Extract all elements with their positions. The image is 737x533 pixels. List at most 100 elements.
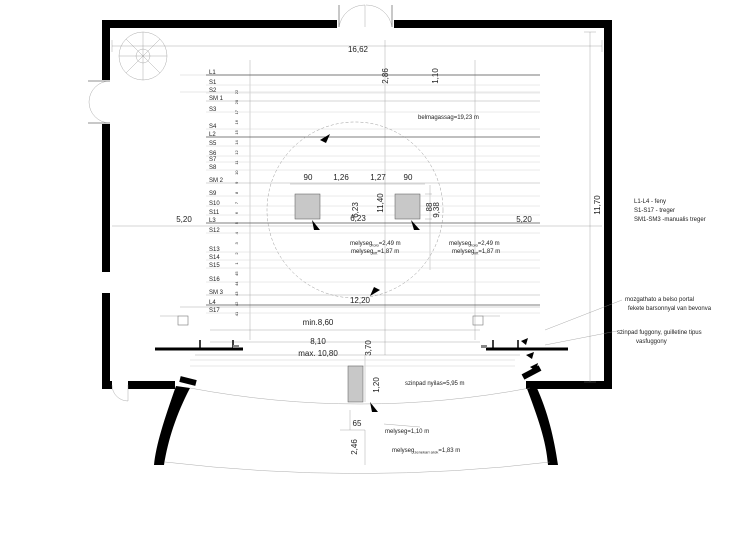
annotation-portal-1: mozgathato a belso portal	[625, 297, 694, 303]
portal-area	[155, 315, 568, 371]
dim-max-width: max. 10,80	[298, 349, 338, 358]
batten-label: L4	[209, 300, 216, 306]
front-wall-right-cap	[521, 365, 542, 380]
note-melyseg-zenekari: melysegzenekari arok=1,83 m	[392, 448, 460, 455]
guide-lines	[111, 31, 603, 465]
front-wall-left-cap	[179, 376, 197, 386]
front-wall-left	[154, 386, 190, 465]
wall-top-left	[102, 20, 337, 389]
door-top	[338, 4, 393, 28]
dim-top-gap-right: 1,10	[431, 68, 440, 84]
front-wall-right	[526, 386, 558, 465]
dim-right-side: 5,20	[516, 215, 532, 224]
batten-number: 7	[234, 201, 239, 204]
turntable-arrow-bottom	[370, 287, 380, 296]
batten-number: 16	[234, 119, 239, 124]
note-melyseg-right-1: melysegtolo=2,49 m	[449, 241, 500, 248]
batten-label: S2	[209, 88, 217, 94]
batten-number: 12	[234, 150, 239, 155]
batten-number: 44	[234, 281, 239, 286]
batten-number: 4	[234, 231, 239, 234]
legend-line-1: L1-L4 - feny	[634, 199, 666, 205]
turntable-circle	[266, 121, 444, 299]
dim-outer-width: 16,62	[348, 45, 369, 54]
batten-label: S16	[209, 277, 220, 283]
legend-line-2: S1-S17 - treger	[634, 208, 675, 214]
batten-number: 14	[234, 140, 239, 145]
dim-depth-right: 11,70	[593, 195, 602, 215]
lift-marker-right	[411, 220, 420, 230]
dim-front-trap-depth: 1,20	[372, 377, 381, 393]
batten-number: 45	[234, 271, 239, 276]
batten-number: 15	[234, 129, 239, 134]
batten-label: SM 3	[209, 290, 224, 296]
dim-radius-label: 6,23	[350, 214, 366, 223]
batten-number: 17	[234, 109, 239, 114]
batten-label: S13	[209, 247, 220, 253]
note-belmagassag: belmagassag=19,23 m	[418, 115, 479, 121]
front-stage-lift	[347, 365, 364, 403]
dim-stage-width: 12,20	[350, 296, 371, 305]
batten-number: 1	[234, 262, 239, 265]
batten-label: S4	[209, 124, 217, 130]
note-melyseg-right-2: melyseglift=1,87 m	[452, 249, 500, 256]
batten-label: L1	[209, 70, 216, 76]
batten-lines	[206, 74, 540, 314]
dim-trap-gap: 1,27	[370, 173, 386, 182]
dimension-labels: 16,62 2,86 1,10 5,20 5,20 11,70 11,40 9,…	[176, 45, 602, 455]
notes: belmagassag=19,23 m melysegtolo=2,49 m m…	[350, 115, 500, 455]
door-left	[88, 80, 111, 124]
batten-number: 2	[234, 252, 239, 255]
batten-label: S12	[209, 228, 220, 234]
batten-label: S11	[209, 210, 220, 216]
dim-apron-gap: 3,70	[364, 340, 373, 356]
dim-left-side: 5,20	[176, 215, 192, 224]
batten-label: S8	[209, 165, 217, 171]
note-melyseg-front: melyseg=1,10 m	[385, 429, 429, 435]
batten-label: L3	[209, 218, 216, 224]
batten-number: 9	[234, 181, 239, 184]
dim-top-gap: 2,86	[381, 68, 390, 84]
stage-lift-left	[294, 193, 321, 220]
side-annotations: mozgathato a belso portal fekete barsonn…	[617, 297, 712, 345]
building-walls	[101, 20, 612, 465]
orchestra-area	[164, 299, 623, 474]
dim-radius-center: 6,23	[351, 202, 360, 218]
annotation-curtain-1: szinpad fuggony, guilletine tipus	[617, 330, 702, 336]
batten-label: L2	[209, 132, 216, 138]
note-melyseg-left-2: melyseglift=1,87 m	[351, 249, 399, 256]
dim-inner-depth: 9,38	[432, 202, 441, 218]
batten-label: SM 1	[209, 96, 224, 102]
turntable-arrow-top	[320, 134, 330, 143]
lift-marker-left	[312, 220, 320, 230]
legend-line-3: SM1-SM3 -manualis treger	[634, 217, 706, 223]
wall-right	[394, 20, 612, 389]
batten-number: 22	[234, 89, 239, 94]
dim-orchestra-depth: 2,46	[350, 439, 359, 455]
dim-front-trap-width: 65	[353, 419, 362, 428]
batten-label: S15	[209, 263, 220, 269]
note-szinpad-nyilas: szinpad nyilas=5,95 m	[405, 381, 465, 387]
dim-trap-width-left: 90	[304, 173, 313, 182]
dim-center-depth: 11,40	[376, 193, 385, 213]
dim-trap-width-right: 90	[404, 173, 413, 182]
spiral-staircase	[118, 31, 168, 81]
batten-label: S5	[209, 141, 217, 147]
batten-number: 3	[234, 242, 239, 245]
dim-min-width: min.8,60	[303, 318, 334, 327]
batten-number: 20	[234, 99, 239, 104]
batten-label: S14	[209, 255, 220, 261]
batten-label: S9	[209, 191, 217, 197]
front-lift-marker	[370, 402, 378, 412]
batten-number: 5	[234, 221, 239, 224]
annotation-portal-2: fekete barsonnyal van bevonva	[628, 306, 712, 312]
annotation-curtain-2: vasfuggony	[636, 339, 667, 345]
batten-label: S10	[209, 201, 220, 207]
batten-label: S3	[209, 107, 217, 113]
dim-portal-width: 8,10	[310, 337, 326, 346]
batten-number: 43	[234, 291, 239, 296]
door-bottom-left	[111, 384, 129, 402]
